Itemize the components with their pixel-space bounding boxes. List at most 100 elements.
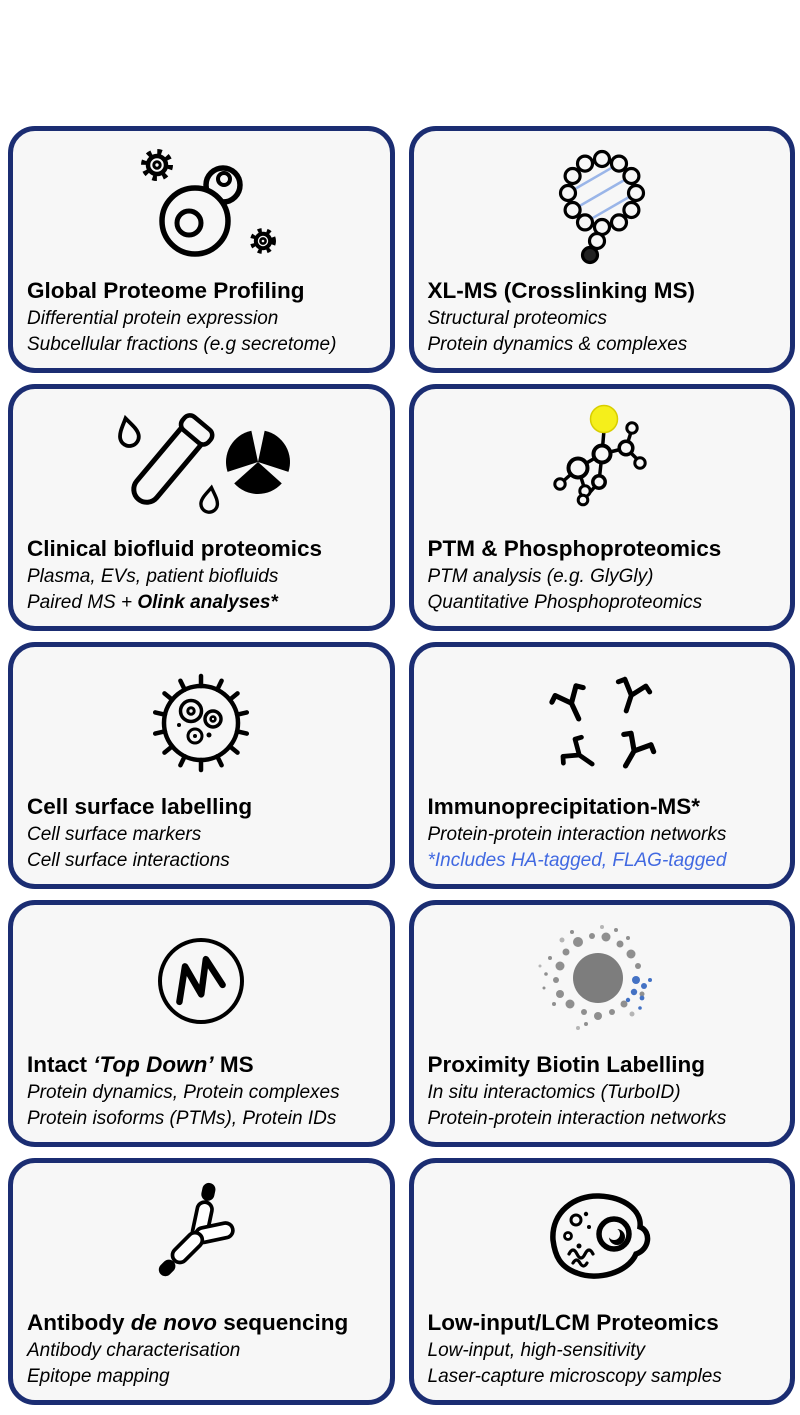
trefoil-icon [226, 430, 291, 495]
title-part: Intact [27, 1051, 94, 1077]
gear-icon [250, 228, 277, 255]
card-line: Protein dynamics & complexes [427, 333, 688, 355]
card-proximity-biotin-labelling: Proximity Biotin Labelling In situ inter… [408, 900, 795, 1147]
gray-dot-cloud [542, 928, 645, 1027]
card-text: Proximity Biotin Labelling In situ inter… [414, 1052, 791, 1142]
title-part-italic: ‘Top Down’ [93, 1051, 214, 1077]
title-part-italic: de novo [130, 1309, 217, 1335]
card-line: In situ interactomics (TurboID) [427, 1082, 681, 1104]
dark-bead [580, 246, 599, 265]
biotin-sphere-icon [414, 905, 791, 1052]
card-cell-surface-labelling: Cell surface labelling Cell surface mark… [8, 642, 395, 889]
card-line: Laser-capture microscopy samples [427, 1365, 722, 1387]
cell-with-gears-icon [13, 131, 390, 278]
droplet-icon [199, 484, 220, 515]
line-part-bold: Olink analyses* [137, 591, 278, 613]
spiky-cell-icon [153, 674, 250, 773]
protein-squiggle [176, 956, 227, 1006]
black-arm-segment [201, 1183, 216, 1202]
blue-biotin-dots [625, 976, 652, 1011]
phospho-molecule-icon [553, 405, 647, 507]
gear-icon [141, 149, 174, 182]
test-tube-droplets-icon [118, 413, 291, 515]
bead-circles [558, 150, 645, 251]
card-line: Protein-protein interaction networks [427, 824, 727, 846]
antibody-y-shape [159, 1183, 235, 1277]
test-tube-icon [131, 413, 215, 506]
card-line: Epitope mapping [27, 1365, 170, 1387]
card-text: Antibody de novo sequencing Antibody cha… [13, 1310, 390, 1400]
card-global-proteome-profiling: Global Proteome Profiling Differential p… [8, 126, 395, 373]
membrane-spikes [153, 674, 250, 773]
card-line: Subcellular fractions (e.g secretome) [27, 333, 337, 355]
card-text: Intact ‘Top Down’ MS Protein dynamics, P… [13, 1052, 390, 1142]
card-line: Plasma, EVs, patient biofluids [27, 566, 279, 588]
lcm-cell-icon [414, 1163, 791, 1310]
card-line: Cell surface interactions [27, 849, 230, 871]
card-title: Intact ‘Top Down’ MS [27, 1052, 380, 1078]
antibody-icon [560, 735, 595, 767]
card-line: Quantitative Phosphoproteomics [427, 591, 703, 613]
circled-squiggle-icon [13, 905, 390, 1052]
card-line-blue-note: *Includes HA-tagged, FLAG-tagged [427, 849, 727, 871]
card-clinical-biofluid: Clinical biofluid proteomics Plasma, EVs… [8, 384, 395, 631]
card-text: Immunoprecipitation-MS* Protein-protein … [414, 794, 791, 884]
card-line: Protein dynamics, Protein complexes [27, 1082, 340, 1104]
black-stem-segment [159, 1259, 176, 1277]
spiky-cell-icon [13, 647, 390, 794]
card-low-input-lcm-proteomics: Low-input/LCM Proteomics Low-input, high… [408, 1158, 795, 1405]
card-line: PTM analysis (e.g. GlyGly) [427, 566, 654, 588]
crosslinked-bead-chain-icon [414, 131, 791, 278]
antibodies-icon [549, 677, 657, 769]
card-text: Low-input/LCM Proteomics Low-input, high… [414, 1310, 791, 1400]
card-title: Low-input/LCM Proteomics [427, 1309, 719, 1335]
antibody-icon [549, 683, 586, 722]
card-line: Paired MS + Olink analyses* [27, 590, 380, 615]
light-gray-dots [538, 925, 635, 1031]
card-text: Clinical biofluid proteomics Plasma, EVs… [13, 536, 390, 626]
card-line: Structural proteomics [427, 308, 608, 330]
biotin-sphere-icon [538, 925, 652, 1031]
antibodies-icon [414, 647, 791, 794]
card-line: Protein isoforms (PTMs), Protein IDs [27, 1107, 337, 1129]
card-title: Antibody de novo sequencing [27, 1310, 380, 1336]
er-squiggles [567, 1248, 595, 1268]
cell-outline [549, 1193, 650, 1280]
biotin-central-sphere [572, 953, 623, 1004]
card-text: XL-MS (Crosslinking MS) Structural prote… [414, 278, 791, 368]
card-xl-ms: XL-MS (Crosslinking MS) Structural prote… [408, 126, 795, 373]
card-line: Antibody characterisation [27, 1340, 241, 1362]
card-title: Immunoprecipitation-MS* [427, 793, 701, 819]
test-tube-droplets-icon [13, 389, 390, 536]
lcm-cell-icon [549, 1193, 650, 1280]
phospho-molecule-icon [414, 389, 791, 536]
title-part: Antibody [27, 1309, 131, 1335]
card-title: PTM & Phosphoproteomics [427, 535, 722, 561]
crosslink-lines [567, 162, 637, 224]
title-part: sequencing [217, 1309, 349, 1335]
line-part: Paired MS + [27, 591, 138, 613]
organelle-rings [562, 1213, 583, 1242]
card-line: Cell surface markers [27, 824, 202, 846]
droplet-icon [118, 415, 141, 449]
vesicle-circles [179, 699, 223, 745]
card-antibody-de-novo-sequencing: Antibody de novo sequencing Antibody cha… [8, 1158, 395, 1405]
circled-squiggle-icon [158, 938, 245, 1025]
card-line: Low-input, high-sensitivity [427, 1340, 646, 1362]
card-text: PTM & Phosphoproteomics PTM analysis (e.… [414, 536, 791, 626]
card-title: XL-MS (Crosslinking MS) [427, 277, 696, 303]
card-text: Cell surface labelling Cell surface mark… [13, 794, 390, 884]
title-part: MS [213, 1051, 254, 1077]
card-title: Clinical biofluid proteomics [27, 535, 323, 561]
card-ptm-phospho: PTM & Phosphoproteomics PTM analysis (e.… [408, 384, 795, 631]
antibody-outline-icon [13, 1163, 390, 1310]
card-title: Cell surface labelling [27, 793, 253, 819]
antibody-outline-icon [159, 1183, 235, 1277]
card-title: Proximity Biotin Labelling [427, 1051, 706, 1077]
card-line: Protein-protein interaction networks [427, 1107, 727, 1129]
atom-circles [553, 421, 647, 507]
card-title: Global Proteome Profiling [27, 277, 305, 303]
yellow-phospho-node [589, 405, 618, 434]
card-line: Differential protein expression [27, 308, 279, 330]
